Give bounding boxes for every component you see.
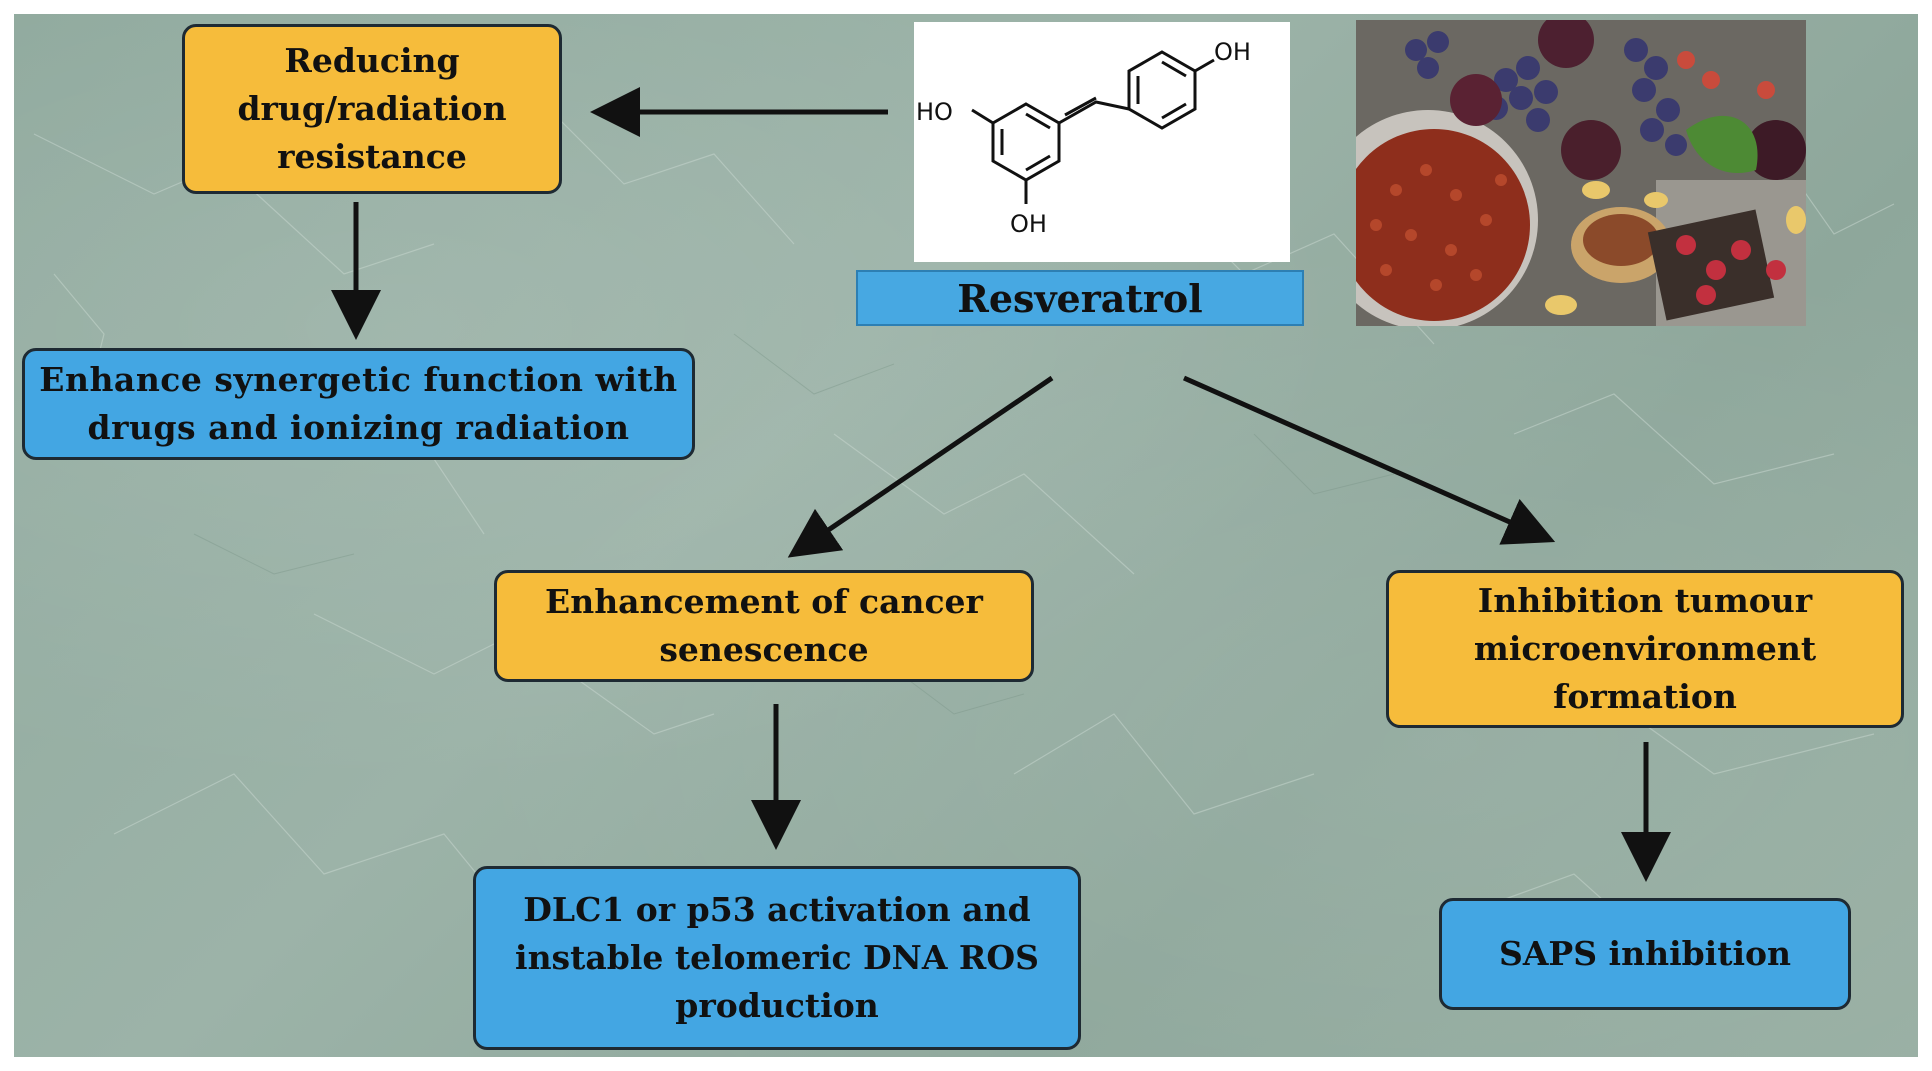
saps-inhibition-box: SAPS inhibition [1439,898,1851,1010]
dlc1-p53-box: DLC1 or p53 activation and instable telo… [473,866,1081,1050]
oh-top-label: OH [1214,38,1251,66]
enhance-synergetic-box: Enhance synergetic function with drugs a… [22,348,695,460]
inhibition-tme-box: Inhibition tumour microenvironment forma… [1386,570,1904,728]
resveratrol-structure-icon: HO OH OH [914,22,1290,262]
fruits-nuts-photo [1356,20,1806,326]
oh-left-label: HO [916,98,953,126]
enhancement-senescence-text: Enhancement of cancer senescence [545,582,983,669]
enhance-synergetic-text: Enhance synergetic function with drugs a… [39,360,678,447]
arrow-resveratrol-to-tme [1182,375,1556,545]
dlc1-p53-text: DLC1 or p53 activation and instable telo… [515,890,1039,1025]
arrow-resveratrol-to-senescence [787,375,1054,558]
inhibition-tme-text: Inhibition tumour microenvironment forma… [1473,581,1817,716]
resveratrol-label: Resveratrol [856,270,1304,326]
reducing-resistance-box: Reducing drug/radiation resistance [182,24,562,194]
reducing-resistance-text: Reducing drug/radiation resistance [237,41,507,176]
oh-bottom-label: OH [1010,210,1047,238]
enhancement-senescence-box: Enhancement of cancer senescence [494,570,1034,682]
resveratrol-label-text: Resveratrol [957,275,1203,321]
saps-inhibition-text: SAPS inhibition [1498,934,1792,974]
